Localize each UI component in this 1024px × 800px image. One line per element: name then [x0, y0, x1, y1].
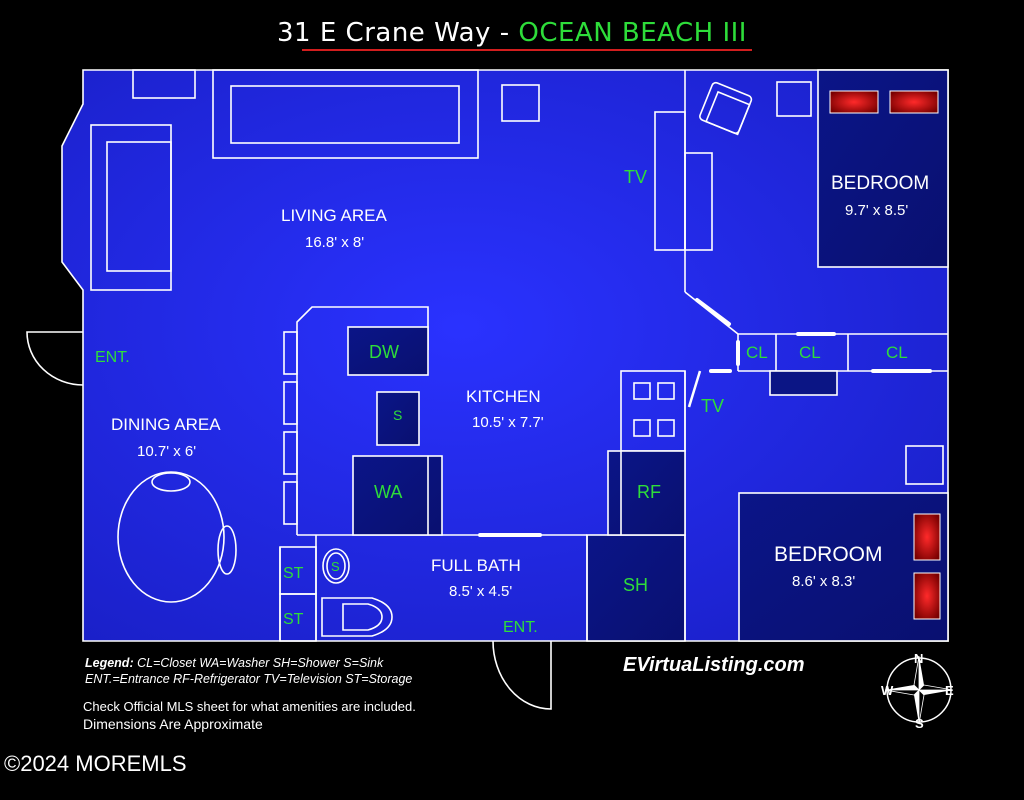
console-inner — [230, 85, 460, 144]
bench-4 — [283, 481, 298, 525]
plan-title: 31 E Crane Way - OCEAN BEACH III — [0, 18, 1024, 48]
end-table — [501, 84, 540, 122]
dining-area-name: DINING AREA — [111, 415, 221, 434]
tv-label: TV — [701, 396, 724, 416]
storage-label: ST — [283, 565, 304, 582]
title-underline — [302, 49, 752, 51]
burner — [657, 382, 675, 400]
bench-3 — [283, 431, 298, 475]
console — [212, 69, 479, 159]
dresser — [905, 445, 944, 485]
window-seat — [132, 69, 196, 99]
door — [687, 370, 702, 408]
legend-label: Legend: — [85, 656, 134, 670]
note-mls: Check Official MLS sheet for what amenit… — [83, 699, 416, 714]
heater — [829, 90, 879, 114]
armchair-seat — [705, 90, 751, 136]
bath-sink-inner — [326, 552, 346, 580]
washer — [352, 455, 443, 536]
kitchen-dims: 10.5' x 7.7' — [472, 414, 544, 431]
refrigerator-label: RF — [637, 482, 661, 502]
compass-w: W — [881, 683, 894, 698]
burner — [633, 382, 651, 400]
title-address: 31 E Crane Way - — [277, 18, 519, 48]
entry-door-left — [26, 331, 84, 386]
copyright: ©2024 MOREMLS — [4, 751, 187, 776]
closet-label: CL — [799, 343, 821, 362]
dining-chair — [151, 472, 191, 492]
sofa-cushion — [106, 141, 172, 272]
burner — [633, 419, 651, 437]
floor-plan: LIVING AREA 16.8' x 8' DINING AREA 10.7'… — [26, 69, 954, 731]
tv-label: TV — [624, 167, 647, 187]
compass-e: E — [945, 683, 954, 698]
dining-area-dims: 10.7' x 6' — [137, 443, 196, 460]
legend-line-1: CL=Closet WA=Washer SH=Shower S=Sink — [133, 656, 384, 670]
sink-cabinet — [376, 391, 420, 446]
bath-name: FULL BATH — [431, 556, 521, 575]
bench-1 — [283, 331, 298, 375]
dining-chair — [217, 525, 237, 575]
bench-2 — [283, 381, 298, 425]
dishwasher-label: DW — [369, 342, 399, 362]
shower — [586, 534, 686, 642]
dishwasher — [347, 326, 429, 376]
closet-label: CL — [886, 343, 908, 362]
toilet-bowl — [342, 603, 383, 631]
storage-label: ST — [283, 611, 304, 628]
entry-door-bottom — [492, 640, 552, 710]
bath-dims: 8.5' x 4.5' — [449, 583, 512, 600]
compass-s: S — [915, 716, 924, 731]
website-link[interactable]: EVirtuaListing.com — [623, 654, 805, 676]
sink-label: S — [393, 407, 402, 423]
legend: Legend: CL=Closet WA=Washer SH=Shower S=… — [85, 655, 412, 687]
living-area-dims: 16.8' x 8' — [305, 234, 364, 251]
closet-shelf — [769, 370, 838, 396]
entrance-label: ENT. — [95, 349, 130, 366]
washer-label: WA — [374, 482, 402, 502]
heater — [889, 90, 939, 114]
compass-n: N — [914, 651, 923, 666]
bedroom-2 — [738, 492, 949, 642]
living-area-name: LIVING AREA — [281, 206, 387, 225]
note-dimensions: Dimensions Are Approximate — [83, 716, 263, 732]
kitchen-name: KITCHEN — [466, 387, 541, 406]
heater — [913, 513, 941, 561]
bedroom-1-name: BEDROOM — [831, 173, 929, 194]
bath-sink — [322, 548, 350, 584]
tv-stand-2 — [684, 152, 713, 251]
dining-table — [117, 471, 225, 603]
compass-rose: N S E W — [881, 651, 954, 731]
bedroom-2-name: BEDROOM — [774, 543, 883, 566]
legend-line-2: ENT.=Entrance RF-Refrigerator TV=Televis… — [85, 672, 413, 686]
heater — [913, 572, 941, 620]
bedroom-1-dims: 9.7' x 8.5' — [845, 202, 908, 219]
bedroom-2-dims: 8.6' x 8.3' — [792, 573, 855, 590]
closet-label: CL — [746, 343, 768, 362]
nightstand — [776, 81, 812, 117]
burner — [657, 419, 675, 437]
shower-label: SH — [623, 575, 648, 595]
title-community: OCEAN BEACH III — [518, 18, 747, 48]
bath-sink-label: S — [331, 559, 340, 574]
toilet — [321, 597, 393, 637]
entrance-label: ENT. — [503, 619, 538, 636]
